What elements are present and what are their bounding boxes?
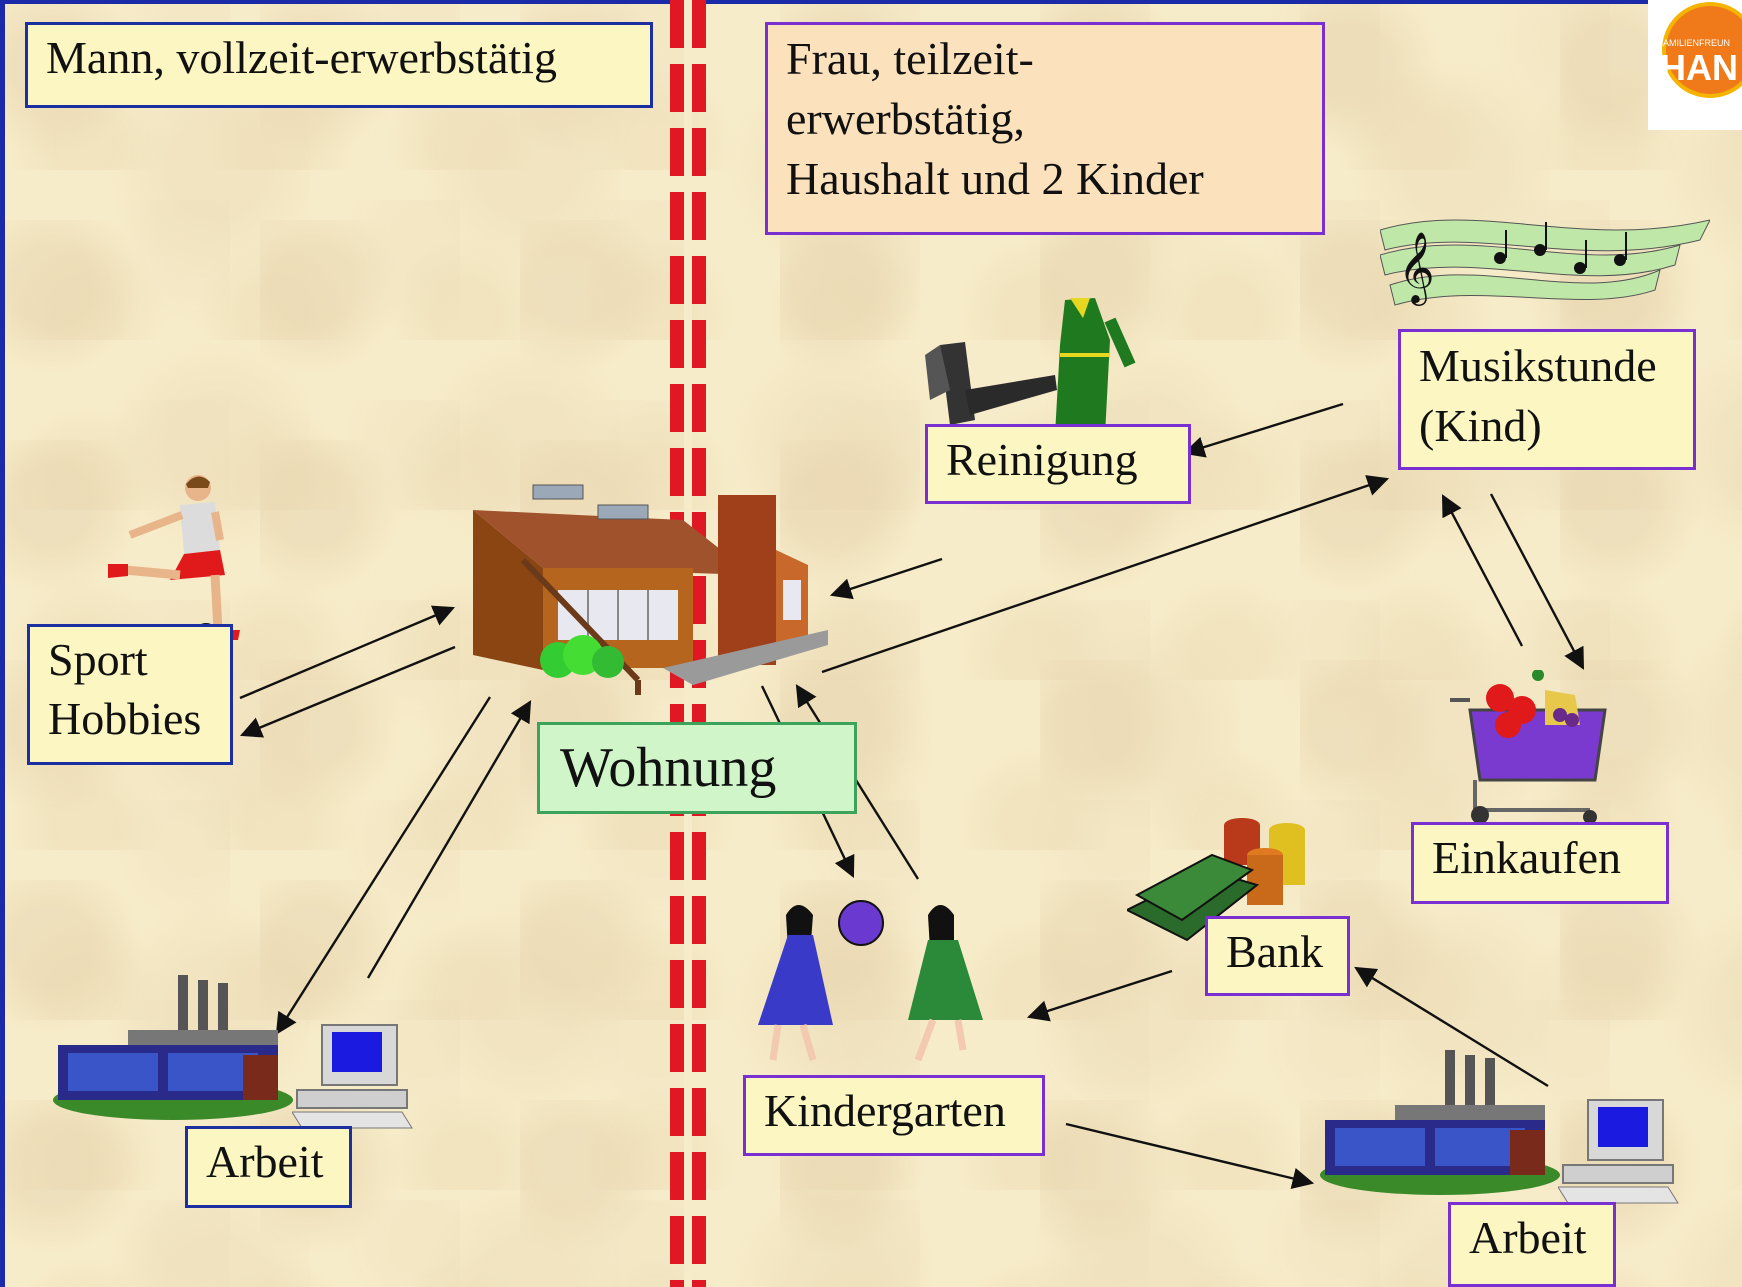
kindergarten-label: Kindergarten (743, 1075, 1045, 1156)
computer-icon (292, 1024, 413, 1129)
musik-label-line1: Musikstunde (1419, 340, 1657, 391)
reinigung-label-text: Reinigung (946, 434, 1138, 485)
musikstunde-label: Musikstunde (Kind) (1398, 329, 1696, 470)
frau-label-line2: erwerbstätig, (786, 92, 1025, 144)
logo-big-text: HAN (1660, 47, 1738, 88)
soccer-player-icon (108, 475, 240, 649)
mann-label-text: Mann, vollzeit-erwerbstätig (46, 32, 557, 83)
logo: FAMILIENFREUN HAN (1648, 0, 1742, 130)
clothes-icon (925, 298, 1136, 435)
arbeit-mann-label: Arbeit (185, 1126, 352, 1208)
mann-label: Mann, vollzeit-erwerbstätig (25, 22, 653, 108)
computer-icon-2 (1558, 1099, 1679, 1204)
frau-label-line3: Haushalt und 2 Kinder (786, 152, 1204, 204)
wohnung-label: Wohnung (537, 722, 857, 814)
factory-icon (53, 975, 293, 1120)
arrow-musik-to-reinigung (1182, 402, 1344, 458)
svg-text:𝄞: 𝄞 (1398, 230, 1435, 306)
frau-label-line1: Frau, teilzeit- (786, 33, 1034, 84)
arrow-wohnung-to-arbeit (275, 696, 492, 1035)
einkaufen-label-text: Einkaufen (1432, 832, 1622, 883)
arrow-einkaufen-to-musik (1441, 494, 1524, 647)
logo-small-text: FAMILIENFREUN (1658, 38, 1730, 48)
einkaufen-label: Einkaufen (1411, 822, 1669, 904)
frau-label: Frau, teilzeit- erwerbstätig, Haushalt u… (765, 22, 1325, 235)
frame-top-border (0, 0, 1742, 4)
arrow-reinigung-to-wohnung (829, 557, 943, 600)
shopping-cart-icon (1450, 670, 1607, 824)
arbeit-mann-label-text: Arbeit (206, 1136, 324, 1187)
arrow-sport-to-wohnung (239, 605, 455, 700)
arrow-musik-to-einkaufen (1489, 493, 1585, 670)
children-playing-icon (758, 900, 983, 1062)
kindergarten-label-text: Kindergarten (764, 1085, 1006, 1136)
arrow-kindergarten-to-arbeit (1065, 1122, 1315, 1189)
arbeit-frau-label-text: Arbeit (1469, 1212, 1587, 1263)
arbeit-frau-label: Arbeit (1448, 1202, 1616, 1287)
bank-label-text: Bank (1226, 926, 1324, 977)
sport-label-line2: Hobbies (48, 692, 202, 744)
money-icon (1127, 818, 1305, 942)
arrow-wohnung-to-musik (821, 475, 1390, 674)
factory-icon-2 (1320, 1050, 1560, 1195)
reinigung-label: Reinigung (925, 424, 1191, 504)
bank-label: Bank (1205, 916, 1350, 996)
sport-hobbies-label: Sport Hobbies (27, 624, 233, 765)
arrow-arbeit-to-bank (1354, 966, 1549, 1088)
sport-label-line1: Sport (48, 634, 148, 685)
arrow-bank-to-kindergarten (1026, 969, 1173, 1022)
arrow-kindergarten-to-wohnung (795, 684, 920, 880)
house-icon (473, 484, 828, 695)
wohnung-label-text: Wohnung (560, 737, 777, 799)
arrow-wohnung-to-sport (240, 645, 456, 738)
frame-left-border (0, 0, 5, 1287)
music-notes-icon: 𝄞 (1380, 219, 1710, 306)
musik-label-line2: (Kind) (1419, 399, 1542, 451)
arrow-arbeit-to-wohnung (366, 700, 532, 979)
